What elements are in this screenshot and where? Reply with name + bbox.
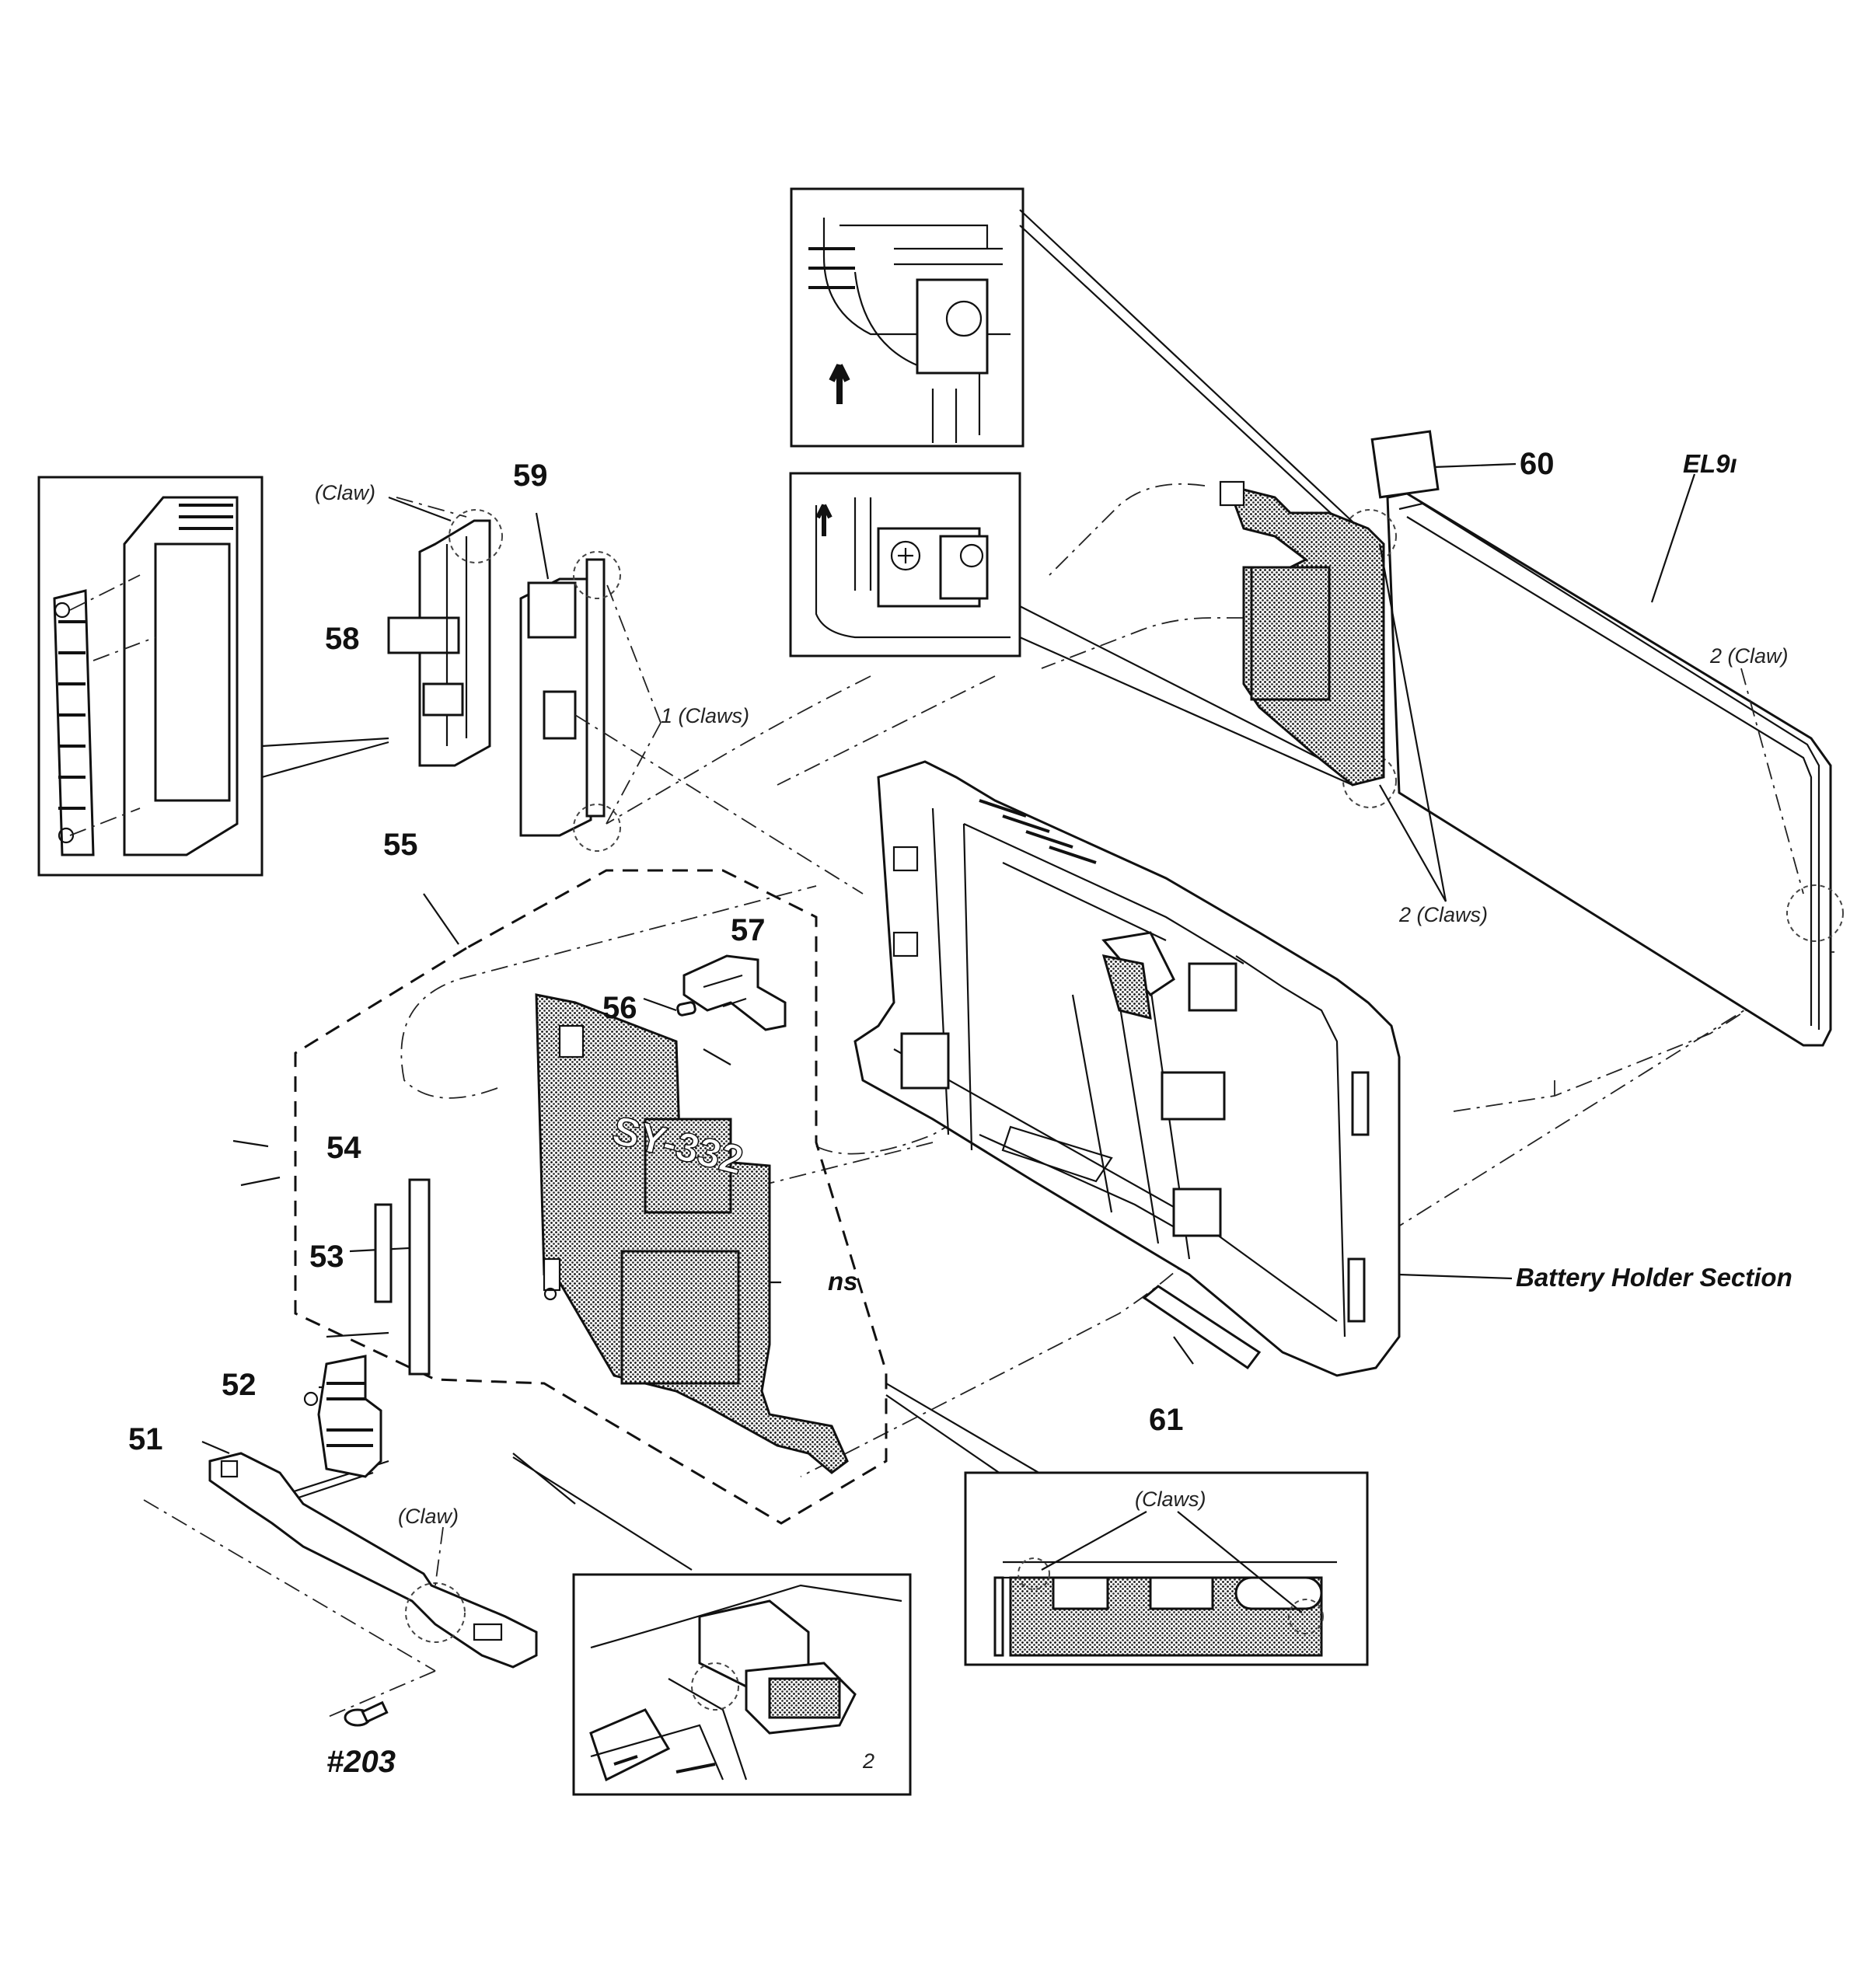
callout-58: 58 bbox=[325, 622, 360, 656]
callouts: 51 52 53 54 55 56 57 58 59 60 61 #203 ns… bbox=[128, 447, 1737, 1779]
note-claw-bottom: (Claw) bbox=[398, 1505, 459, 1528]
part-55-outline bbox=[294, 869, 888, 1525]
note-leaders bbox=[396, 497, 1804, 1586]
callout-54: 54 bbox=[326, 1131, 361, 1165]
annotation-notes: (Claw) 1 (Claws) 2 (Claw) 2 (Claws) (Cla… bbox=[315, 481, 1792, 1528]
part-60-sheet bbox=[1370, 430, 1440, 499]
main-frame-battery-holder bbox=[853, 760, 1401, 1377]
note-claws-1: 1 (Claws) bbox=[661, 704, 749, 727]
inset-top-claw-detail bbox=[790, 187, 1025, 448]
callout-60: 60 bbox=[1520, 447, 1555, 481]
callout-55: 55 bbox=[383, 828, 418, 862]
inset-bottom-board-detail: 2 bbox=[572, 1573, 912, 1796]
screw-203 bbox=[344, 1700, 389, 1727]
part-54-tape bbox=[408, 1178, 431, 1376]
callout-59: 59 bbox=[513, 459, 548, 493]
inset-bottom-claws-detail bbox=[964, 1471, 1369, 1666]
main-circuit-board-sy-332: SY-332 bbox=[535, 993, 849, 1474]
part-59-holder bbox=[519, 551, 621, 852]
callout-ns: ns bbox=[828, 1267, 858, 1296]
part-58-bracket bbox=[387, 509, 503, 767]
note-claw-top: (Claw) bbox=[315, 481, 375, 504]
callout-screw: #203 bbox=[326, 1745, 396, 1779]
part-57-clip bbox=[682, 954, 787, 1031]
rear-circuit-board bbox=[1219, 480, 1385, 786]
note-claw-2: 2 (Claw) bbox=[1709, 644, 1789, 668]
part-52-connector bbox=[303, 1355, 382, 1478]
inset-left-assembly-detail bbox=[37, 476, 264, 877]
callout-57: 57 bbox=[731, 913, 766, 947]
note-claws-2: 2 (Claws) bbox=[1398, 903, 1488, 926]
callout-52: 52 bbox=[222, 1368, 257, 1402]
inset-side-screw-detail bbox=[789, 472, 1021, 657]
part-56-spacer bbox=[676, 1001, 696, 1017]
note-claws-inset: (Claws) bbox=[1135, 1488, 1206, 1511]
callout-51: 51 bbox=[128, 1422, 163, 1456]
label-battery-holder: Battery Holder Section bbox=[1516, 1263, 1792, 1292]
callout-56: 56 bbox=[602, 991, 637, 1025]
front-panel-el bbox=[1342, 492, 1844, 1047]
part-53-tape bbox=[374, 1203, 393, 1303]
callout-53: 53 bbox=[309, 1240, 344, 1274]
callout-61: 61 bbox=[1149, 1403, 1184, 1437]
svg-text:2: 2 bbox=[862, 1749, 874, 1773]
part-61-tape bbox=[1142, 1285, 1262, 1370]
callout-el: EL9ı bbox=[1683, 449, 1737, 478]
